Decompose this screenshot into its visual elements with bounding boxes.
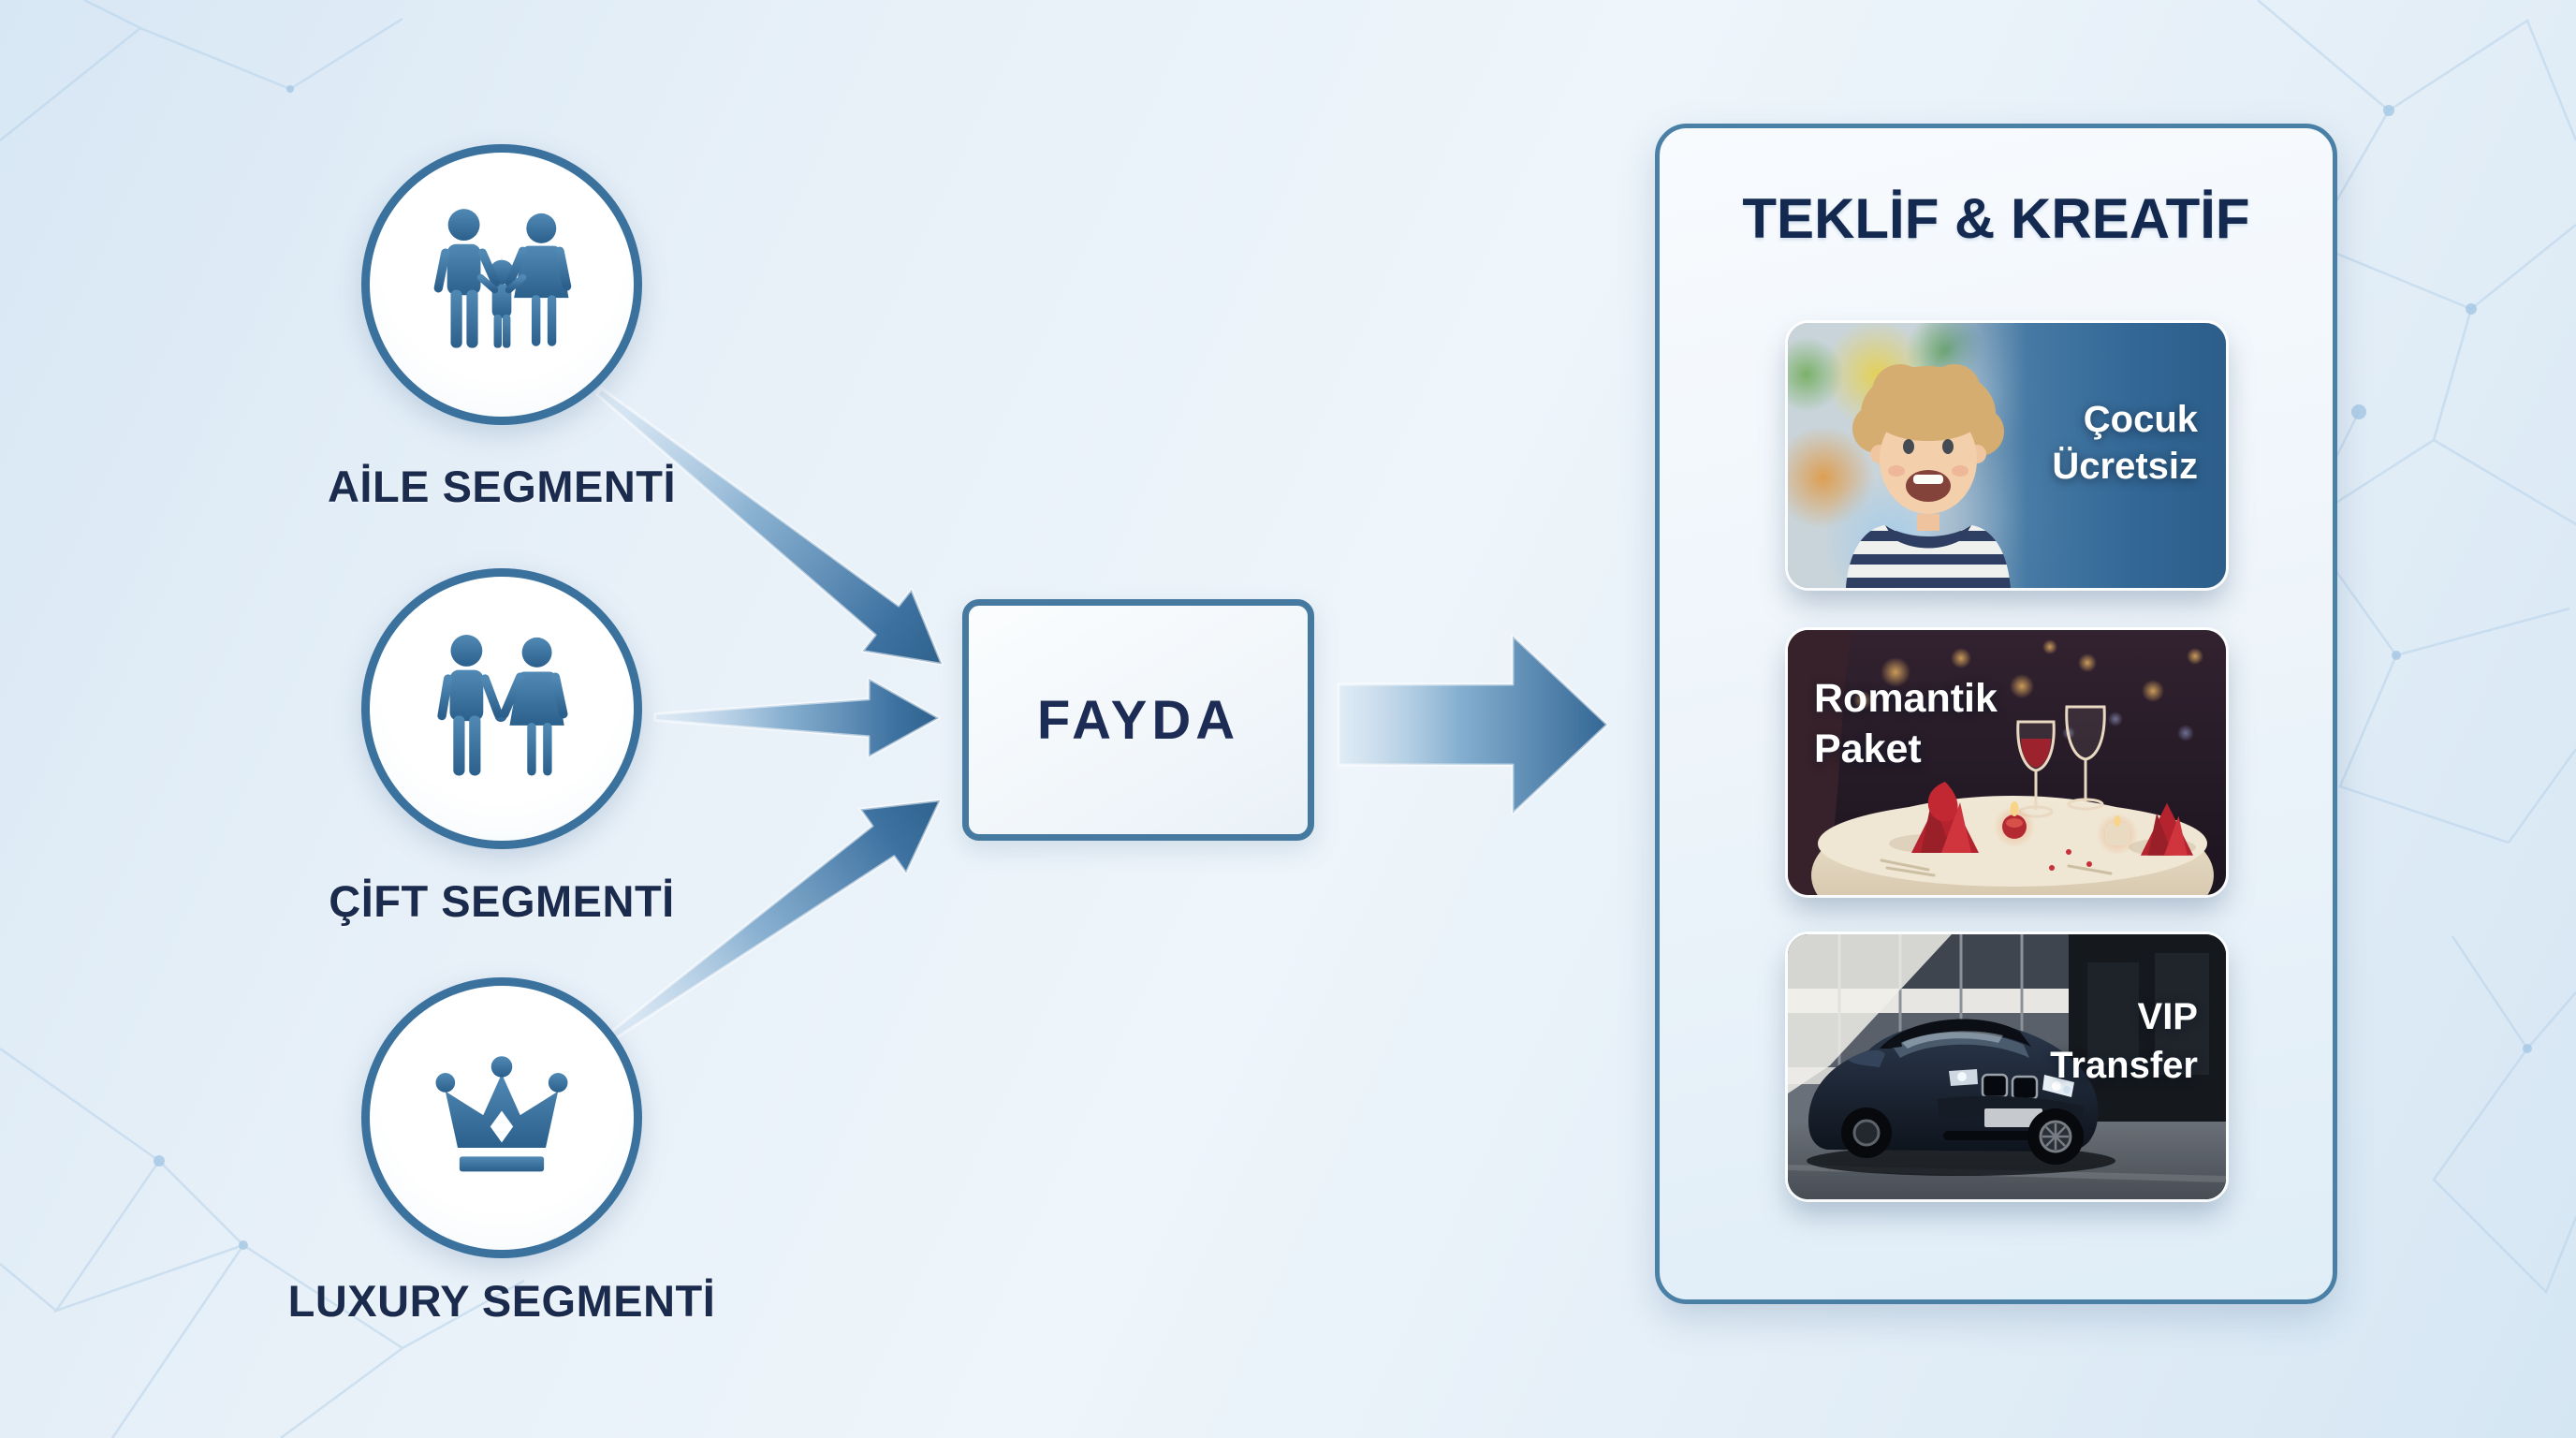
benefit-box: FAYDA	[962, 599, 1314, 841]
card-caption-line2: Paket	[1814, 726, 1922, 771]
card-caption-line2: Transfer	[2050, 1045, 2198, 1086]
family-segment-label: AİLE SEGMENTİ	[327, 462, 677, 511]
luxury-segment-circle	[361, 977, 642, 1258]
flow-arrows	[595, 387, 1609, 1042]
card-romantik-paket: Romantik Paket	[1785, 627, 2229, 898]
card-caption-line2: Ücretsiz	[2052, 446, 2198, 487]
smiling-child-photo	[1788, 323, 2226, 588]
benefit-box-label: FAYDA	[1036, 689, 1240, 751]
panel-title: TEKLİF & KREATİF	[1742, 187, 2250, 250]
arrow-family-to-fayda	[595, 387, 944, 666]
arrow-couple-to-fayda	[653, 677, 941, 759]
card-vip-transfer: VIP Transfer	[1785, 932, 2229, 1202]
couple-segment-circle	[361, 568, 642, 849]
romantic-dinner-photo	[1788, 630, 2226, 895]
luxury-sedan-photo	[1788, 934, 2226, 1199]
arrow-luxury-to-fayda	[607, 799, 942, 1042]
couple-segment-label: ÇİFT SEGMENTİ	[329, 876, 675, 926]
crown-icon	[435, 1056, 568, 1172]
offer-creative-panel: TEKLİF & KREATİF	[1655, 124, 2337, 1304]
couple-icon	[437, 635, 568, 776]
sedan-car	[1807, 1019, 2115, 1176]
card-caption: Romantik Paket	[1814, 673, 1998, 774]
luxury-segment-label: LUXURY SEGMENTİ	[287, 1276, 716, 1326]
card-caption: Çocuk Ücretsiz	[2052, 396, 2198, 490]
card-caption-line1: Romantik	[1814, 676, 1998, 721]
card-caption-line1: Çocuk	[2083, 399, 2198, 440]
card-caption: VIP Transfer	[2050, 992, 2198, 1090]
family-segment-circle	[361, 144, 642, 425]
family-icon	[433, 209, 572, 348]
card-cocuk-ucretsiz: Çocuk Ücretsiz	[1785, 320, 2229, 591]
card-caption-line1: VIP	[2137, 996, 2198, 1037]
arrow-fayda-to-panel	[1337, 634, 1609, 815]
